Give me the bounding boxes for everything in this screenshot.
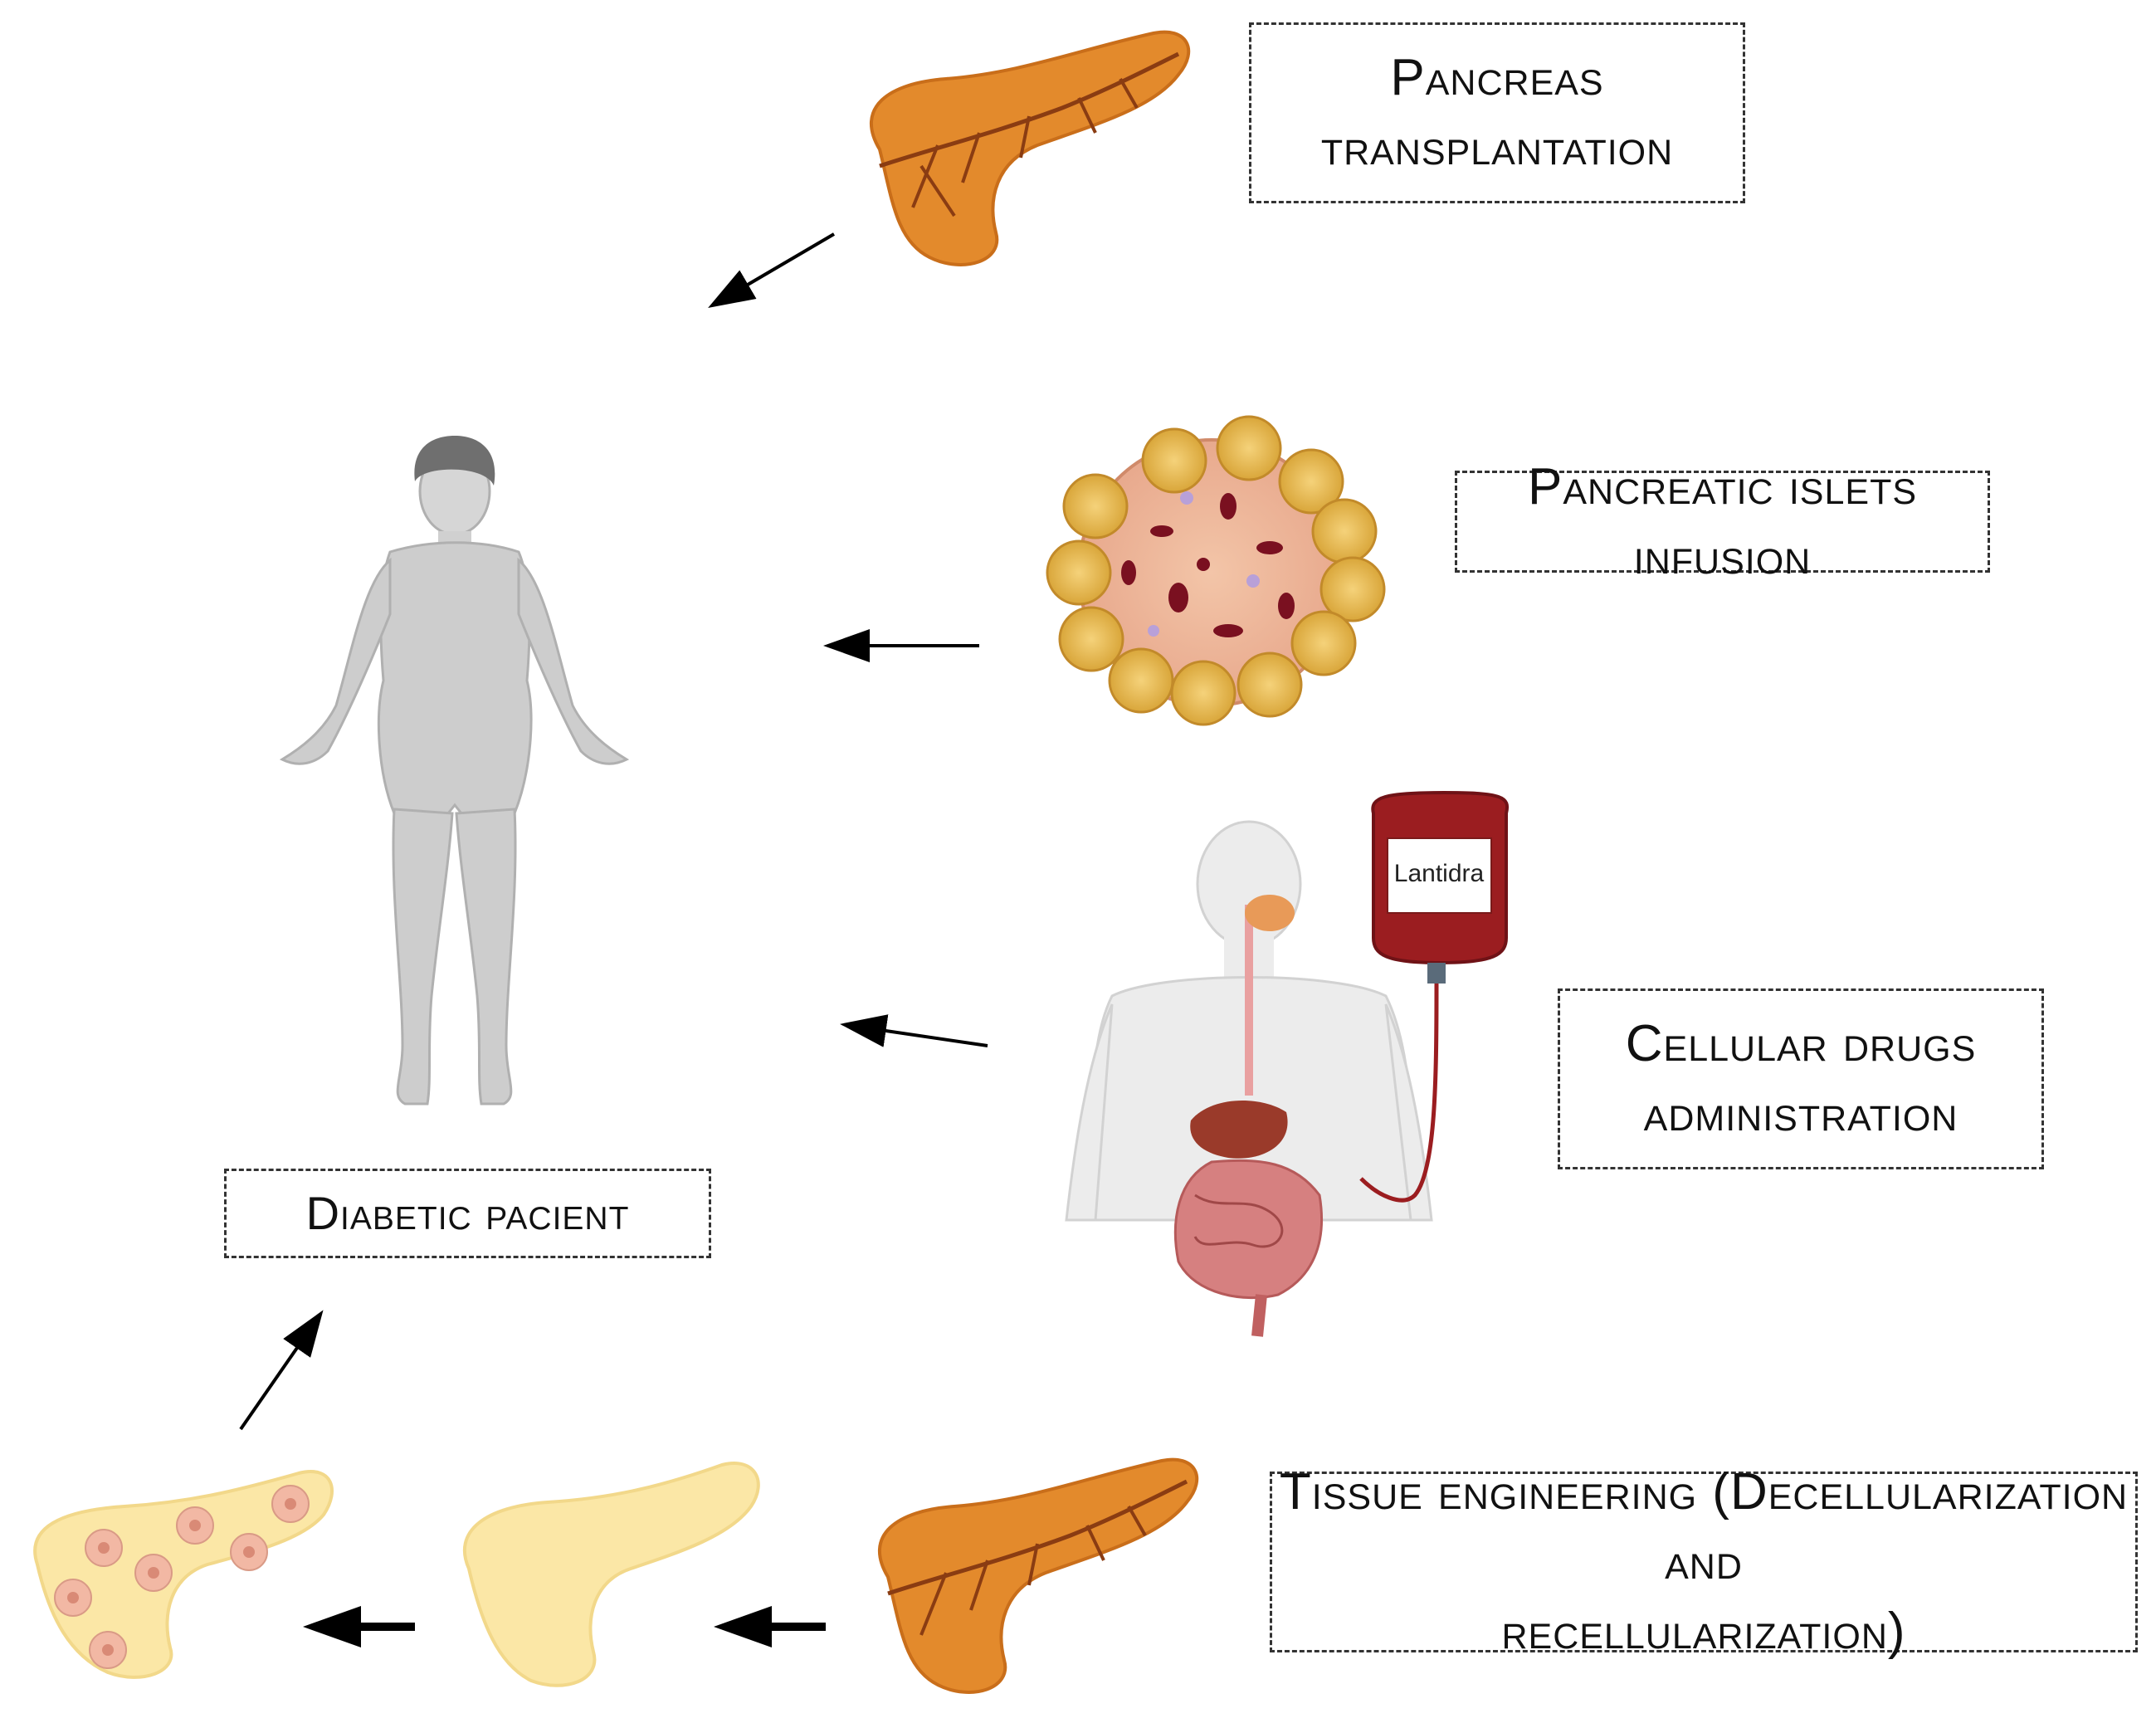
cellular-drug-illustration: Lantidra: [1065, 790, 1509, 1337]
label-text: Pancreatic islets infusion: [1527, 457, 1918, 585]
arrow-transplant: [708, 232, 836, 309]
thick-arrows: [303, 1606, 826, 1647]
label-line: transplantation: [1320, 119, 1674, 176]
native-pancreas-illustration: [877, 1457, 1199, 1694]
pancreatic-islet-illustration: [1046, 415, 1386, 726]
iv-bag-label: Lantidra: [1394, 860, 1485, 887]
decellularized-pancreas-illustration: [463, 1462, 760, 1687]
label-cellular-drugs-administration: Cellular drugs administration: [1558, 988, 2044, 1169]
patient-body-illustration: [279, 436, 630, 1106]
pancreas-transplant-illustration: [869, 30, 1191, 266]
label-pancreatic-islets-infusion: Pancreatic islets infusion: [1455, 458, 1990, 585]
label-line: Tissue engineering (Decellularization an…: [1279, 1463, 2129, 1591]
arrow-native-to-decell: [714, 1606, 826, 1647]
label-line: Pancreas: [1390, 49, 1604, 107]
label-diabetic-patient: Diabetic pacient: [224, 1169, 711, 1258]
label-line: recellularization): [1501, 1602, 1906, 1660]
arrow-decell-to-recell: [303, 1606, 415, 1647]
arrows: [239, 232, 988, 1431]
label-line: Cellular drugs: [1625, 1015, 1977, 1073]
recellularized-pancreas-illustration: [33, 1470, 334, 1679]
label-text: Diabetic pacient: [305, 1187, 630, 1240]
label-pancreas-transplantation: Pancreas transplantation: [1249, 22, 1745, 203]
label-line: administration: [1643, 1085, 1958, 1142]
arrow-cellular: [840, 1014, 988, 1047]
arrow-tissue-to-patient: [239, 1310, 324, 1431]
label-tissue-engineering: Tissue engineering (Decellularization an…: [1270, 1463, 2138, 1660]
